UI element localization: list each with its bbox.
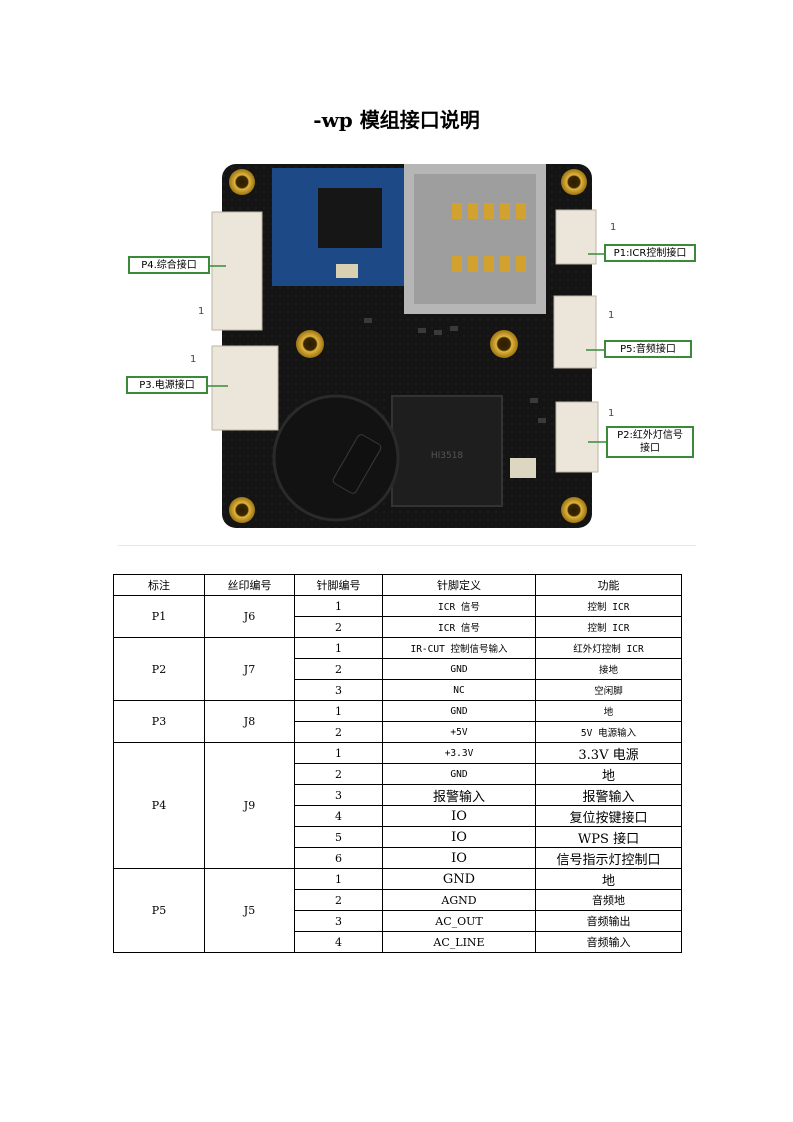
- cell-def: ICR 信号: [382, 616, 536, 638]
- table-row: P5 J5 1 GND 地: [113, 868, 682, 953]
- cell-pin: 3: [294, 679, 383, 701]
- divider-line: [118, 545, 696, 546]
- table-row: 3 AC_OUT 音频输出: [114, 910, 682, 932]
- table-row: P3 J8 1 GND 地: [113, 700, 682, 743]
- cell-label: P3: [113, 700, 205, 743]
- cell-silk: J9: [204, 742, 295, 869]
- cell-def: IO: [382, 826, 536, 848]
- table-row: 2 ICR 信号 控制 ICR: [114, 616, 682, 638]
- pin1-mark-p4: 1: [198, 306, 205, 317]
- cell-func: 地: [535, 763, 682, 785]
- col-header-pin: 针脚编号: [294, 574, 383, 596]
- cell-pin: 1: [294, 742, 383, 764]
- callout-p2-line1: P2:红外灯信号: [617, 430, 683, 441]
- table-row: P4 J9 1 +3.3V 3.3V 电源: [113, 742, 682, 869]
- table-row: P2 J7 1 IR-CUT 控制信号输入 红外灯控制 ICR: [113, 637, 682, 701]
- cell-func: 音频输入: [535, 931, 682, 953]
- cell-def: AC_LINE: [382, 931, 536, 953]
- cell-def: AC_OUT: [382, 910, 536, 932]
- cell-pin: 6: [294, 847, 383, 869]
- cell-func: WPS 接口: [535, 826, 682, 848]
- cell-func: 复位按键接口: [535, 805, 682, 827]
- cell-pin: 1: [294, 637, 383, 659]
- pcb-board-image: HI3518: [208, 164, 606, 528]
- callout-p2-line2: 接口: [640, 443, 660, 454]
- col-header-silk: 丝印编号: [204, 574, 295, 596]
- cell-def: 报警输入: [382, 784, 536, 806]
- cell-def: IR-CUT 控制信号输入: [382, 637, 536, 659]
- cell-def: GND: [382, 763, 536, 785]
- module-board-figure: HI3518 P4.综合接口 P3.电源接口 P1:ICR控制接口 P5:音频接…: [118, 158, 708, 533]
- pin1-mark-p1: 1: [610, 222, 617, 233]
- cell-def: AGND: [382, 889, 536, 911]
- cell-def: GND: [382, 658, 536, 680]
- callout-p5: P5:音频接口: [604, 340, 692, 358]
- cell-pin: 2: [294, 889, 383, 911]
- callout-p4: P4.综合接口: [128, 256, 210, 274]
- page-title: -wp 模组接口说明: [313, 108, 480, 132]
- table-header-row: 标注 丝印编号 针脚编号 针脚定义 功能: [113, 574, 682, 596]
- cell-func: 地: [535, 868, 682, 890]
- cell-pin: 1: [294, 595, 383, 617]
- cell-func: 5V 电源输入: [535, 721, 682, 743]
- cell-func: 信号指示灯控制口: [535, 847, 682, 869]
- cell-func: 接地: [535, 658, 682, 680]
- cell-def: +3.3V: [382, 742, 536, 764]
- pin1-mark-p3: 1: [190, 354, 197, 365]
- cell-pin: 4: [294, 805, 383, 827]
- pin1-mark-p5: 1: [608, 310, 615, 321]
- cell-pin: 1: [294, 700, 383, 722]
- pin-spec-table: 标注 丝印编号 针脚编号 针脚定义 功能 P1 J6 1 ICR 信号 控制 I…: [113, 574, 682, 953]
- cell-func: 地: [535, 700, 682, 722]
- cell-def: IO: [382, 805, 536, 827]
- cell-pin: 5: [294, 826, 383, 848]
- cell-func: 报警输入: [535, 784, 682, 806]
- table-row: 3 NC 空闲脚: [114, 679, 682, 701]
- svg-text:HI3518: HI3518: [431, 451, 464, 461]
- cell-pin: 2: [294, 616, 383, 638]
- cell-pin: 3: [294, 784, 383, 806]
- cell-func: 音频地: [535, 889, 682, 911]
- callout-p3: P3.电源接口: [126, 376, 208, 394]
- cell-def: GND: [382, 700, 536, 722]
- table-row: P1 J6 1 ICR 信号 控制 ICR: [113, 595, 682, 638]
- cell-func: 空闲脚: [535, 679, 682, 701]
- cell-pin: 2: [294, 721, 383, 743]
- callout-p1: P1:ICR控制接口: [604, 244, 696, 262]
- cell-label: P2: [113, 637, 205, 701]
- cell-silk: J8: [204, 700, 295, 743]
- col-header-label: 标注: [113, 574, 205, 596]
- cell-func: 控制 ICR: [535, 616, 682, 638]
- cell-def: GND: [382, 868, 536, 890]
- cell-func: 3.3V 电源: [535, 742, 682, 764]
- cell-silk: J6: [204, 595, 295, 638]
- cell-func: 控制 ICR: [535, 595, 682, 617]
- table-row: 2 AGND 音频地: [114, 889, 682, 911]
- table-row: 2 GND 接地: [114, 658, 682, 680]
- pin1-mark-p2: 1: [608, 408, 615, 419]
- table-row: 4 AC_LINE 音频输入: [114, 931, 682, 953]
- cell-label: P4: [113, 742, 205, 869]
- cell-pin: 1: [294, 868, 383, 890]
- cell-def: NC: [382, 679, 536, 701]
- cell-label: P5: [113, 868, 205, 953]
- cell-silk: J7: [204, 637, 295, 701]
- table-row: 2 GND 地: [114, 763, 682, 785]
- cell-pin: 4: [294, 931, 383, 953]
- cell-func: 红外灯控制 ICR: [535, 637, 682, 659]
- cell-label: P1: [113, 595, 205, 638]
- table-row: 6 IO 信号指示灯控制口: [114, 847, 682, 869]
- col-header-definition: 针脚定义: [382, 574, 536, 596]
- cell-def: IO: [382, 847, 536, 869]
- col-header-function: 功能: [535, 574, 682, 596]
- cell-pin: 2: [294, 658, 383, 680]
- cell-def: +5V: [382, 721, 536, 743]
- cell-silk: J5: [204, 868, 295, 953]
- cell-def: ICR 信号: [382, 595, 536, 617]
- cell-pin: 2: [294, 763, 383, 785]
- cell-func: 音频输出: [535, 910, 682, 932]
- cell-pin: 3: [294, 910, 383, 932]
- callout-p2: P2:红外灯信号 接口: [606, 426, 694, 458]
